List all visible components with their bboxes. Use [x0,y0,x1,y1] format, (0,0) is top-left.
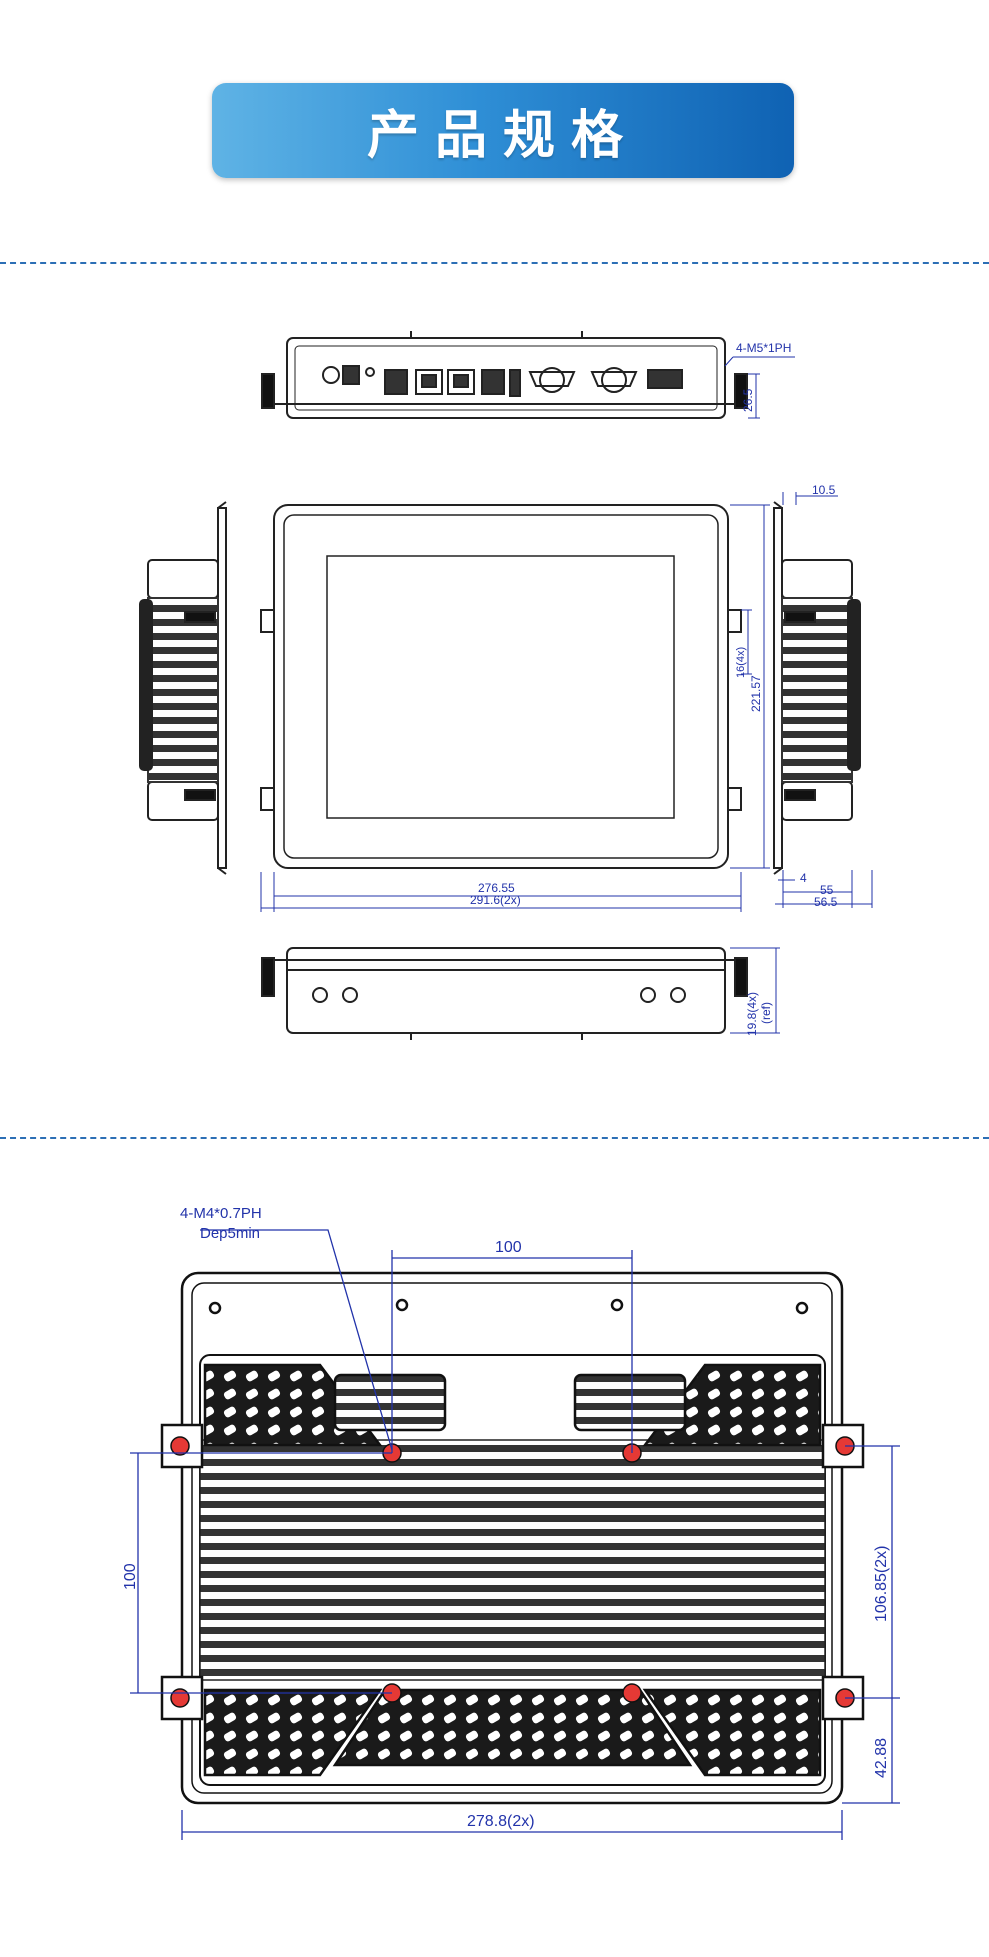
rear-view-dimensions [130,1229,900,1840]
side-depth-c: 56.5 [814,895,838,909]
bottom-height-dim: 19.8(4x) [745,992,759,1036]
rear-screw-label: 4-M4*0.7PH [180,1205,262,1222]
right-side-dimensions [775,492,873,908]
top-view [261,331,748,419]
bottom-ref: (ref) [759,1002,773,1024]
banner-title: 产品规格 [366,106,639,166]
rear-vesa-v: 100 [122,1563,139,1590]
side-depth-b: 55 [820,883,834,897]
front-view-dimensions [260,504,770,912]
rear-clip-spacing: 106.85(2x) [873,1546,890,1623]
top-screw-label: 4-M5*1PH [736,341,791,355]
rear-vesa-h: 100 [495,1239,522,1256]
section-banner: 产品规格 [212,83,794,178]
dashed-separator-bottom [0,1137,989,1139]
dashed-separator-top [0,262,989,264]
side-depth-a: 4 [800,871,807,885]
rear-screw-depth: Dep5min [200,1225,260,1242]
rear-width-dim: 278.8(2x) [467,1813,535,1830]
side-depth-top: 10.5 [812,483,836,497]
top-view-dimensions [724,356,795,419]
front-clip-dim: 16(4x) [735,647,747,678]
rear-view [160,1271,865,1805]
front-height-dim: 221.57 [749,675,763,712]
front-view [260,504,742,869]
right-side-view [773,501,861,875]
bottom-view [261,947,748,1040]
rear-clip-offset: 42.88 [873,1738,890,1778]
top-height-dim: 26.5 [741,388,755,412]
front-width-inner: 276.55 [478,881,515,895]
left-side-view [139,501,227,875]
front-width-outer: 291.6(2x) [470,893,521,907]
bottom-view-dimensions [730,947,780,1034]
